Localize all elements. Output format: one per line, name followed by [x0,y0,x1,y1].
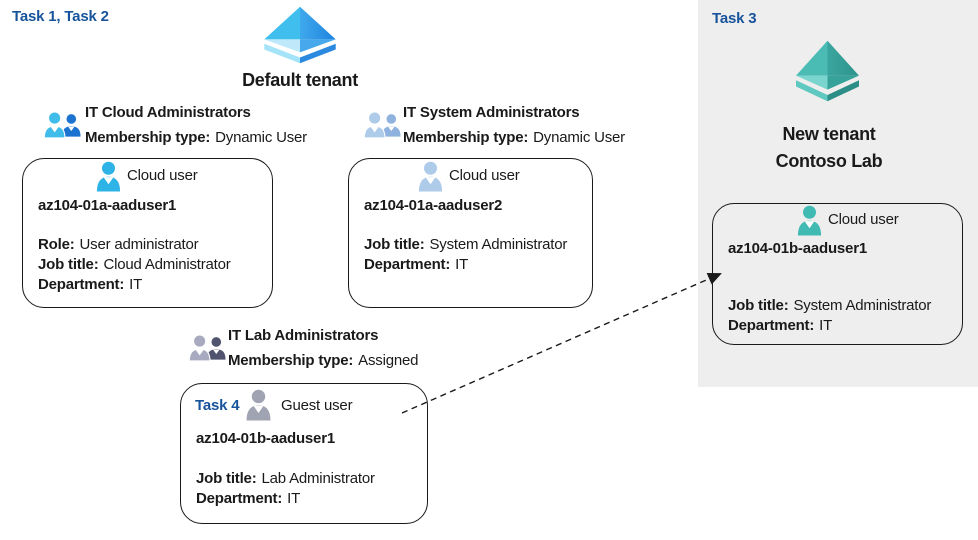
group-membership: Membership type:Dynamic User [403,129,625,146]
cloud-user-icon [797,205,822,236]
user-type-label: Cloud user [449,167,520,184]
group-name: IT Lab Administrators [228,327,379,344]
cloud-user-icon [418,161,443,192]
guest-user-icon [246,389,271,421]
new-tenant-title-line1: New tenant [782,124,876,144]
group-membership: Membership type:Assigned [228,352,419,369]
user-fields: Job title:System Administrator Departmen… [364,236,568,273]
user-fields: Role:User administrator Job title:Cloud … [38,236,231,293]
new-tenant-title-line2: Contoso Lab [775,151,883,171]
username: az104-01a-aaduser1 [38,197,177,214]
group-icon [189,334,226,362]
user-type-label: Cloud user [127,167,198,184]
azure-ad-tenant-icon [796,40,859,102]
cloud-user-icon [96,161,121,192]
azure-ad-tenant-icon [264,6,336,64]
group-name: IT System Administrators [403,104,580,121]
task-4-label: Task 4 [195,397,240,414]
user-type-label: Guest user [281,397,353,414]
group-membership: Membership type:Dynamic User [85,129,307,146]
user-fields: Job title:System Administrator Departmen… [728,297,932,334]
user-fields: Job title:Lab Administrator Department:I… [196,470,375,507]
group-icon [44,111,81,139]
user-card [180,383,428,524]
user-type-label: Cloud user [828,211,899,228]
task-3-label: Task 3 [712,10,757,27]
task-1-2-label: Task 1, Task 2 [12,8,109,25]
group-icon [364,111,401,139]
username: az104-01b-aaduser1 [196,430,335,447]
default-tenant-title: Default tenant [242,70,358,90]
group-name: IT Cloud Administrators [85,104,251,121]
username: az104-01b-aaduser1 [728,240,867,257]
user-card [22,158,273,308]
username: az104-01a-aaduser2 [364,197,503,214]
